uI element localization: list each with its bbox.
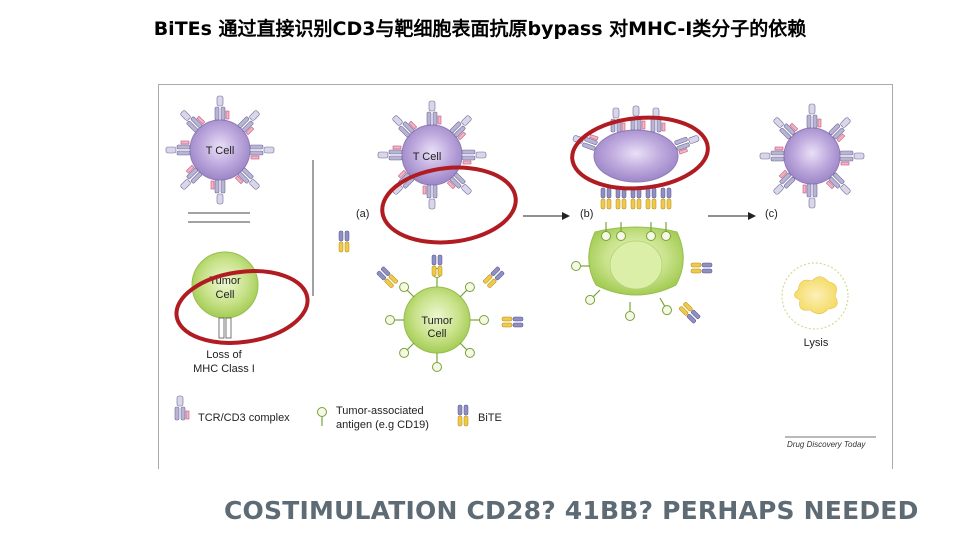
step-a-t-cell: T Cell — [377, 100, 487, 210]
step-a-t-cell-label: T Cell — [413, 151, 442, 163]
step-a-tumor-label-1: Tumor — [421, 315, 453, 327]
legend-tcr-glyph — [174, 395, 190, 421]
lysis-debris — [781, 262, 849, 330]
slide-title: BiTEs 通过直接识别CD3与靶细胞表面抗原bypass 对MHC-I类分子的… — [153, 18, 807, 40]
loss-mhc-label-1: Loss of — [206, 349, 242, 361]
step-a-tumor-label-2: Cell — [428, 328, 447, 340]
free-bite-glyph — [338, 230, 350, 253]
step-c-label: (c) — [765, 208, 778, 220]
left-t-cell-label: T Cell — [206, 145, 235, 157]
bite-bridge — [600, 187, 672, 210]
step-a-tumor-cell: Tumor Cell — [376, 254, 524, 373]
legend-bite-glyph — [457, 404, 469, 427]
missing-mhc-glyph — [218, 317, 232, 339]
step-b-t-cell — [571, 105, 702, 183]
step-b-tumor-cell — [570, 221, 713, 324]
left-t-cell: T Cell — [165, 95, 275, 205]
footer-caption: COSTIMULATION CD28? 41BB? PERHAPS NEEDED — [224, 496, 919, 525]
loss-mhc-label-2: MHC Class I — [193, 363, 255, 375]
arrow-b-to-c — [708, 212, 756, 220]
legend: TCR/CD3 complex Tumor-associated antigen… — [174, 395, 502, 431]
legend-bite-label: BiTE — [478, 412, 502, 424]
highlight-circle-step-b — [570, 115, 710, 191]
highlight-annotations — [174, 115, 710, 345]
step-a-label: (a) — [356, 208, 369, 220]
highlight-circle-loss-mhc — [174, 269, 310, 345]
arrow-a-to-b — [523, 212, 570, 220]
left-tumor-cell: Tumor Cell Loss of MHC Class I — [191, 251, 259, 375]
lysis-label: Lysis — [804, 337, 829, 349]
legend-antigen-label-2: antigen (e.g CD19) — [336, 419, 429, 431]
legend-antigen-label-1: Tumor-associated — [336, 405, 424, 417]
legend-antigen-glyph — [316, 406, 328, 427]
source-label: Drug Discovery Today — [787, 440, 866, 449]
left-tumor-label-2: Cell — [216, 289, 235, 301]
step-b-label: (b) — [580, 208, 593, 220]
legend-tcr-label: TCR/CD3 complex — [198, 412, 290, 424]
step-c-t-cell — [759, 103, 865, 209]
highlight-circle-step-a — [380, 165, 518, 245]
